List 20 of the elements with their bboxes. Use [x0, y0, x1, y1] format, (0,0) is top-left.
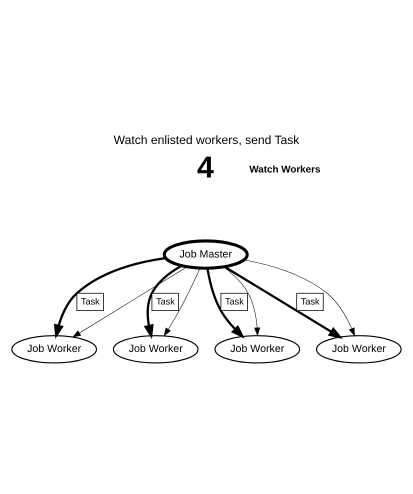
edge-label: Task — [156, 296, 175, 307]
node-ellipse: Job Worker — [316, 335, 402, 364]
arrow — [72, 266, 188, 338]
node-ellipse: Job Worker — [11, 335, 97, 364]
edge-label: Task — [81, 296, 100, 307]
arrow — [164, 268, 200, 336]
node-ellipse: Job Worker — [112, 335, 199, 364]
arrow — [144, 264, 182, 340]
edge-label: Task — [300, 296, 320, 307]
label: 4 — [197, 151, 214, 184]
arrow — [206, 268, 245, 339]
node-ellipse: Job Master — [162, 239, 249, 270]
node-ellipse: Job Worker — [214, 335, 300, 364]
arrow — [224, 266, 343, 339]
arrow — [223, 266, 260, 336]
diagram-title: Watch enlisted workers, send Task — [114, 132, 300, 147]
arrow — [244, 260, 355, 336]
edge-label: Task — [225, 296, 244, 307]
label: Watch Workers — [249, 164, 320, 176]
arrow — [54, 257, 166, 339]
